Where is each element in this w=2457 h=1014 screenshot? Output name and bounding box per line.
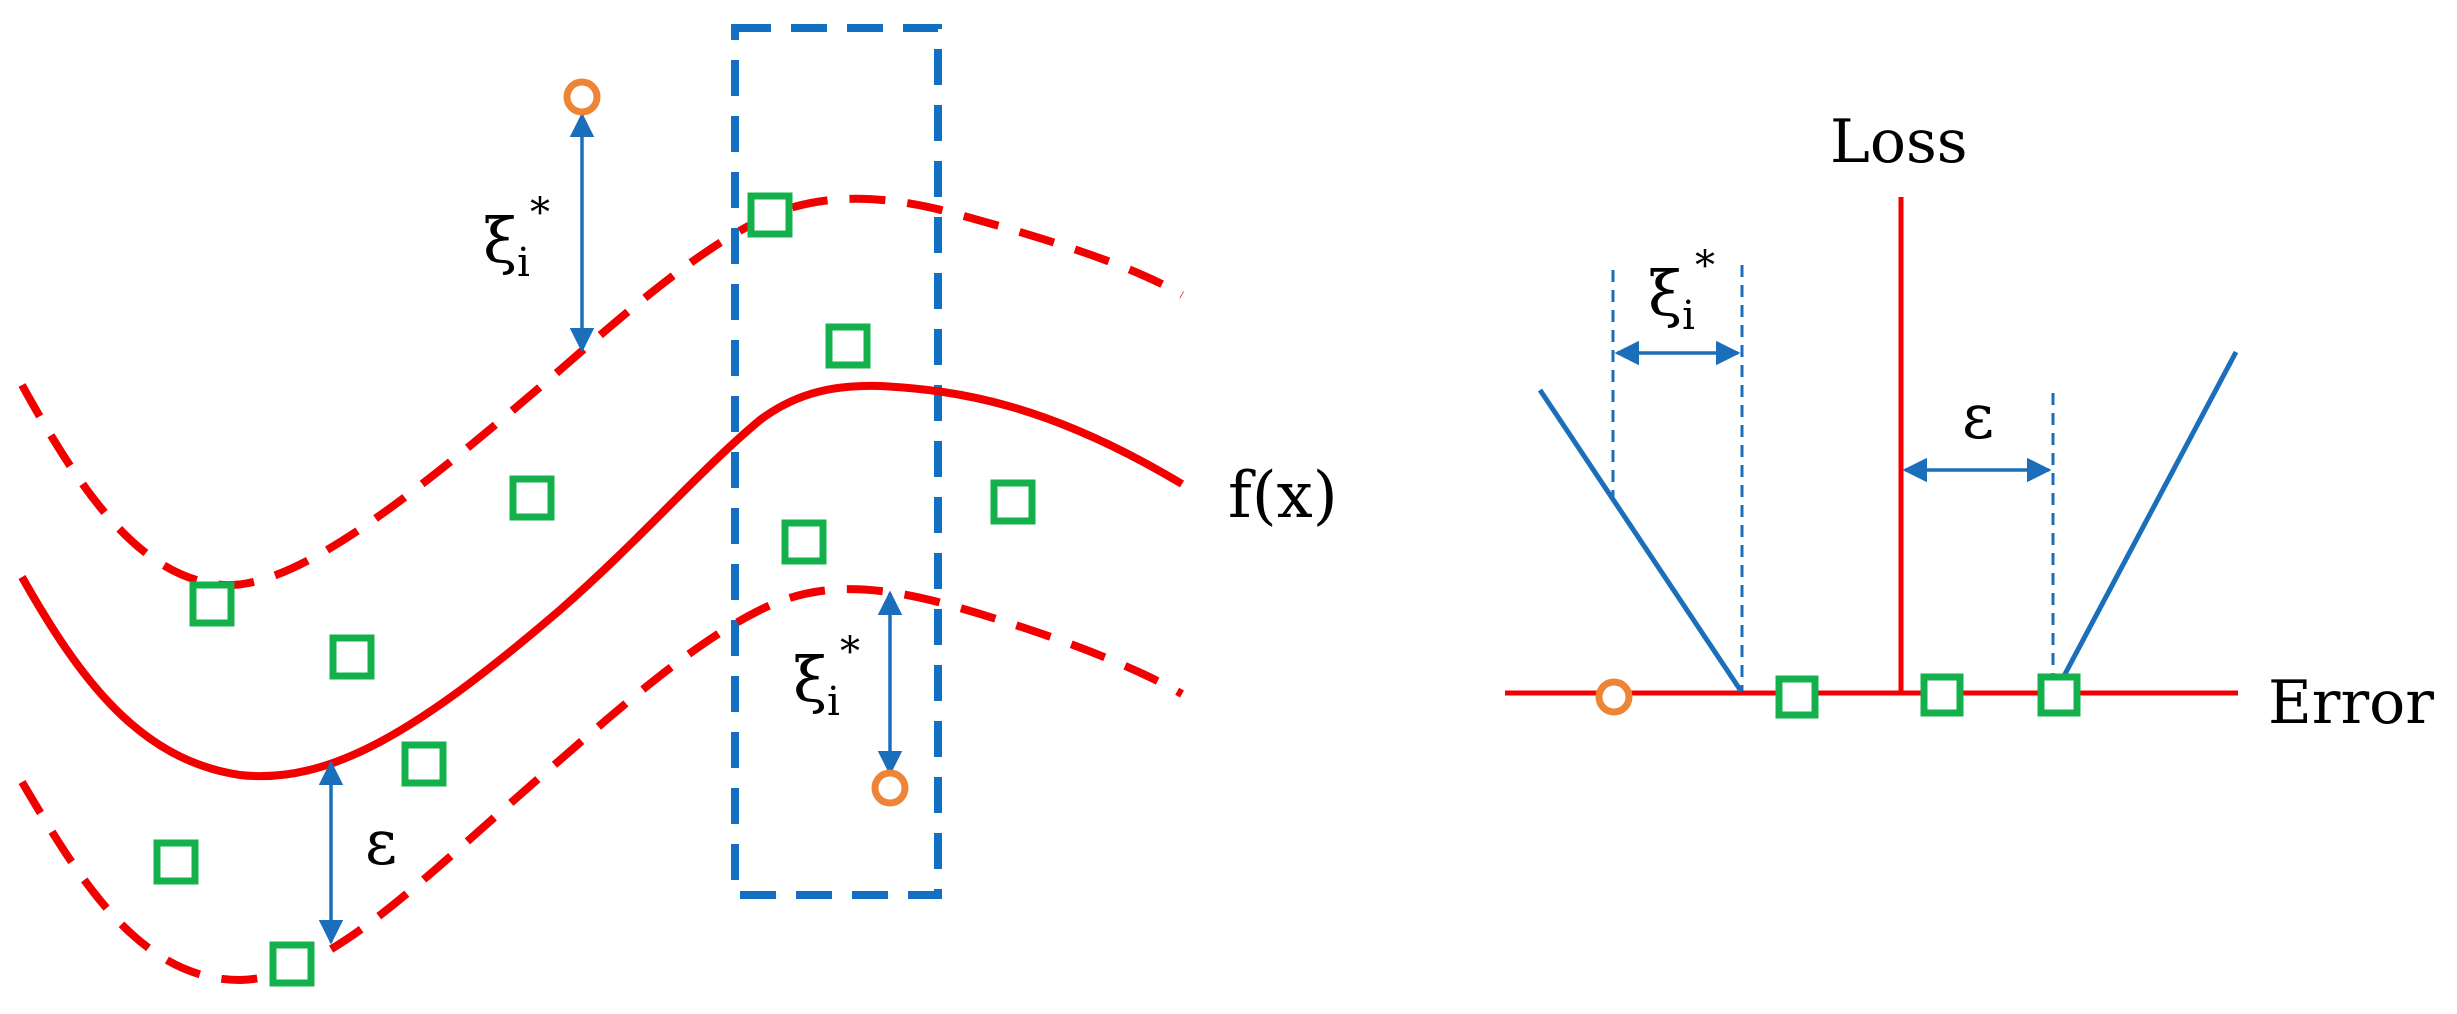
outlier-circle xyxy=(563,78,601,116)
data-point-square xyxy=(2037,673,2081,717)
error-axis-label: Error xyxy=(2268,668,2434,738)
data-point-square xyxy=(825,323,871,369)
data-point-square xyxy=(509,475,555,521)
slack-label-right: ξi* xyxy=(1648,243,1715,339)
data-point-square xyxy=(1775,675,1819,719)
outlier-circle xyxy=(871,769,909,807)
left-panel: f(x) ε ξi* ξi* xyxy=(18,24,1338,987)
highlight-window xyxy=(731,24,942,899)
regression-function-curve xyxy=(18,381,1185,781)
upper-tube-boundary xyxy=(18,194,1185,590)
epsilon-label-right: ε xyxy=(1962,380,1994,453)
slack-label-upper: ξi* xyxy=(483,190,550,286)
data-point-square xyxy=(189,581,235,627)
slack-label-lower: ξi* xyxy=(793,629,860,725)
inlier-points xyxy=(153,192,1036,987)
data-point-square xyxy=(990,479,1036,525)
data-point-square xyxy=(1920,673,1964,717)
data-point-square xyxy=(401,741,447,787)
epsilon-label-left: ε xyxy=(365,806,397,879)
loss-left-branch xyxy=(1537,388,1744,693)
data-point-square xyxy=(153,839,199,885)
function-label: f(x) xyxy=(1228,459,1338,533)
outlier-circle xyxy=(1595,678,1633,716)
data-point-square xyxy=(269,941,315,987)
lower-tube-boundary xyxy=(18,585,1184,985)
loss-right-branch xyxy=(2053,350,2239,693)
data-point-square xyxy=(781,519,827,565)
data-point-square xyxy=(329,634,375,680)
right-panel: Loss Error ε ξi* xyxy=(1505,107,2434,738)
data-point-square xyxy=(747,192,793,238)
loss-axis-label: Loss xyxy=(1830,107,1968,177)
outlier-points xyxy=(563,78,909,807)
